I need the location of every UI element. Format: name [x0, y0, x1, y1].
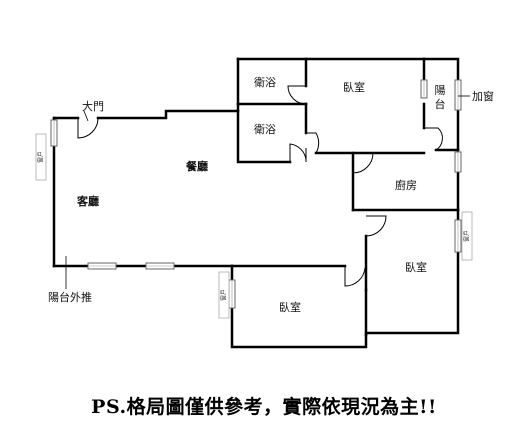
window-tag-bottom: 窗戶: [220, 289, 228, 301]
label-balcony-2: 台: [435, 97, 446, 111]
windows: [50, 79, 462, 309]
door-bath1: [287, 85, 307, 105]
label-balcony-push: 陽台外推: [48, 290, 92, 304]
window-tag-right-box: [461, 211, 473, 261]
window-tag-bottom-box: [218, 271, 230, 319]
label-bedroom-right: 臥室: [405, 260, 427, 274]
leaders: [65, 95, 470, 289]
floor-plan: 窗戶 窗戶 窗戶 衛浴 衛浴 臥室 陽 台 陽台 加窗 大門 餐廳 客廳 廚房 …: [35, 57, 494, 349]
window-tag-left-box: [35, 133, 47, 181]
label-window-add: 加窗: [472, 89, 494, 103]
label-dining: 餐廳: [185, 159, 208, 173]
label-living: 客廳: [76, 194, 99, 208]
label-entrance: 大門: [82, 99, 104, 113]
disclaimer-text: PS.格局圖僅供參考，實際依現況為主!!: [91, 396, 437, 418]
label-kitchen: 廚房: [395, 178, 417, 192]
door-balcony: [424, 127, 443, 151]
label-balcony-1: 陽: [435, 84, 446, 97]
door-bedroom-top: [306, 132, 320, 154]
window-inner-lines: [53, 81, 459, 307]
wall-top-mid: [96, 109, 240, 120]
window-tags: 窗戶 窗戶 窗戶: [35, 133, 473, 319]
door-bath2: [289, 143, 307, 162]
label-bath2: 衛浴: [254, 123, 276, 136]
label-bath1: 衛浴: [254, 76, 276, 89]
leader-entrance: [83, 110, 89, 122]
room-labels: 衛浴 衛浴 臥室 陽 台 陽台 加窗 大門 餐廳 客廳 廚房 臥室 臥室 陽台外…: [48, 76, 494, 314]
door-kitchen: [352, 152, 374, 174]
door-bedroom-right: [365, 215, 387, 237]
door-bedroom-bottom: [344, 266, 366, 287]
label-bedroom-top: 臥室: [343, 80, 365, 94]
label-bedroom-bottom: 臥室: [279, 300, 301, 314]
wall-balcony: [422, 57, 460, 82]
window-tag-left: 窗戶: [37, 151, 45, 163]
walls: [52, 57, 460, 349]
wall-bath-block: [236, 57, 292, 164]
doors: [77, 85, 443, 287]
window-tag-right: 窗戶: [463, 230, 471, 242]
door-entrance: [77, 117, 99, 139]
